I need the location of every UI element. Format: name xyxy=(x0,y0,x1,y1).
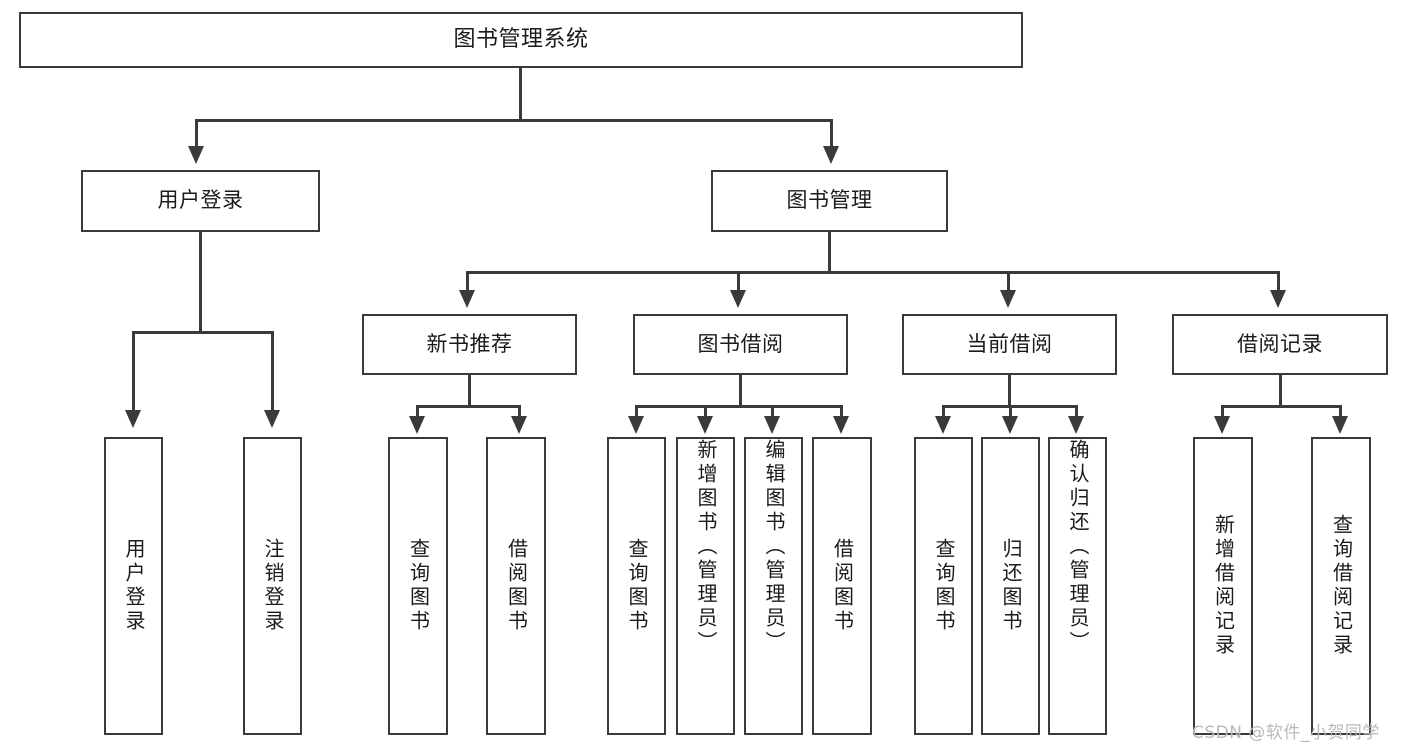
leaf-bb-add-book-admin[interactable]: 新增图书（管理员） xyxy=(676,437,735,735)
arrow-bm-to-borrow-record xyxy=(1270,290,1286,308)
connector-user-login-stem xyxy=(199,232,202,334)
node-label: 图书管理系统 xyxy=(453,26,589,52)
connector-book-manage-bus xyxy=(466,271,1280,274)
connector-cb-drop-2 xyxy=(1009,405,1012,419)
connector-root-to-book-manage xyxy=(830,119,833,149)
connector-cb-stem xyxy=(1008,375,1011,407)
node-current-borrow[interactable]: 当前借阅 xyxy=(902,314,1117,375)
node-label: 新增借阅记录 xyxy=(1211,514,1236,658)
connector-root-to-user-login xyxy=(195,119,198,149)
connector-nbr-drop-2 xyxy=(518,405,521,419)
arrow-root-to-user-login xyxy=(188,146,204,164)
node-book-borrow[interactable]: 图书借阅 xyxy=(633,314,848,375)
node-label: 用户登录 xyxy=(122,538,146,634)
arrow-user-login-leaf-2 xyxy=(264,410,280,428)
connector-bb-drop-1 xyxy=(635,405,638,419)
arrow-bb-leaf-4 xyxy=(833,416,849,434)
connector-br-stem xyxy=(1279,375,1282,407)
connector-user-login-bus xyxy=(132,331,274,334)
csdn-watermark: CSDN @软件_小贺同学 xyxy=(1192,723,1380,743)
node-label: 当前借阅 xyxy=(966,331,1053,356)
connector-cb-drop-1 xyxy=(942,405,945,419)
leaf-cb-confirm-return-admin[interactable]: 确认归还（管理员） xyxy=(1048,437,1107,735)
leaf-cb-return-books[interactable]: 归还图书 xyxy=(981,437,1040,735)
node-label: 借阅图书 xyxy=(504,538,529,634)
node-label: 编辑图书（管理员） xyxy=(762,439,786,655)
leaf-user-login-logout[interactable]: 注销登录 xyxy=(243,437,302,735)
node-borrow-record[interactable]: 借阅记录 xyxy=(1172,314,1388,375)
leaf-bb-query-books[interactable]: 查询图书 xyxy=(607,437,666,735)
arrow-cb-leaf-1 xyxy=(935,416,951,434)
arrow-bb-leaf-1 xyxy=(628,416,644,434)
arrow-nbr-leaf-1 xyxy=(409,416,425,434)
leaf-bb-edit-book-admin[interactable]: 编辑图书（管理员） xyxy=(744,437,803,735)
connector-nbr-stem xyxy=(468,375,471,407)
connector-bb-drop-4 xyxy=(840,405,843,419)
node-label: 新增图书（管理员） xyxy=(694,439,718,655)
node-user-login[interactable]: 用户登录 xyxy=(81,170,320,232)
node-book-manage[interactable]: 图书管理 xyxy=(711,170,948,232)
connector-user-login-drop-1 xyxy=(132,331,135,413)
node-label: 图书借阅 xyxy=(697,331,784,356)
connector-br-drop-1 xyxy=(1221,405,1224,419)
node-label: 借阅图书 xyxy=(830,538,855,634)
node-label: 查询图书 xyxy=(406,538,431,634)
connector-bm-drop-2 xyxy=(737,271,740,293)
connector-root-bus xyxy=(195,119,833,122)
arrow-bm-to-current-borrow xyxy=(1000,290,1016,308)
connector-nbr-drop-1 xyxy=(416,405,419,419)
arrow-br-leaf-1 xyxy=(1214,416,1230,434)
node-new-book-recommend[interactable]: 新书推荐 xyxy=(362,314,577,375)
node-root-system[interactable]: 图书管理系统 xyxy=(19,12,1023,68)
leaf-nbr-borrow-books[interactable]: 借阅图书 xyxy=(486,437,546,735)
connector-bb-drop-3 xyxy=(771,405,774,419)
connector-bm-drop-4 xyxy=(1277,271,1280,293)
node-label: 用户登录 xyxy=(157,188,244,213)
arrow-cb-leaf-2 xyxy=(1002,416,1018,434)
node-label: 确认归还（管理员） xyxy=(1066,439,1090,655)
arrow-bb-leaf-2 xyxy=(697,416,713,434)
node-label: 查询图书 xyxy=(625,538,649,634)
connector-bb-drop-2 xyxy=(704,405,707,419)
connector-cb-drop-3 xyxy=(1075,405,1078,419)
arrow-bm-to-book-borrow xyxy=(730,290,746,308)
leaf-br-add-record[interactable]: 新增借阅记录 xyxy=(1193,437,1253,735)
node-label: 借阅记录 xyxy=(1237,331,1323,356)
leaf-user-login-login[interactable]: 用户登录 xyxy=(104,437,163,735)
leaf-br-query-record[interactable]: 查询借阅记录 xyxy=(1311,437,1371,735)
node-label: 新书推荐 xyxy=(426,331,513,356)
leaf-bb-borrow-books[interactable]: 借阅图书 xyxy=(812,437,872,735)
connector-bb-bus xyxy=(635,405,843,408)
leaf-cb-query-books[interactable]: 查询图书 xyxy=(914,437,973,735)
node-label: 查询借阅记录 xyxy=(1329,514,1354,658)
node-label: 查询图书 xyxy=(932,538,956,634)
connector-bm-drop-3 xyxy=(1007,271,1010,293)
connector-root-stem xyxy=(519,68,522,121)
leaf-nbr-query-books[interactable]: 查询图书 xyxy=(388,437,448,735)
arrow-nbr-leaf-2 xyxy=(511,416,527,434)
connector-bm-drop-1 xyxy=(466,271,469,293)
connector-user-login-drop-2 xyxy=(271,331,274,413)
arrow-root-to-book-manage xyxy=(823,146,839,164)
node-label: 注销登录 xyxy=(261,538,285,634)
connector-bb-stem xyxy=(739,375,742,407)
connector-nbr-bus xyxy=(416,405,521,408)
connector-book-manage-stem xyxy=(828,232,831,274)
connector-br-bus xyxy=(1221,405,1342,408)
node-label: 图书管理 xyxy=(786,188,873,213)
node-label: 归还图书 xyxy=(999,538,1023,634)
arrow-user-login-leaf-1 xyxy=(125,410,141,428)
arrow-br-leaf-2 xyxy=(1332,416,1348,434)
arrow-bb-leaf-3 xyxy=(764,416,780,434)
connector-br-drop-2 xyxy=(1339,405,1342,419)
arrow-cb-leaf-3 xyxy=(1068,416,1084,434)
arrow-bm-to-new-book xyxy=(459,290,475,308)
